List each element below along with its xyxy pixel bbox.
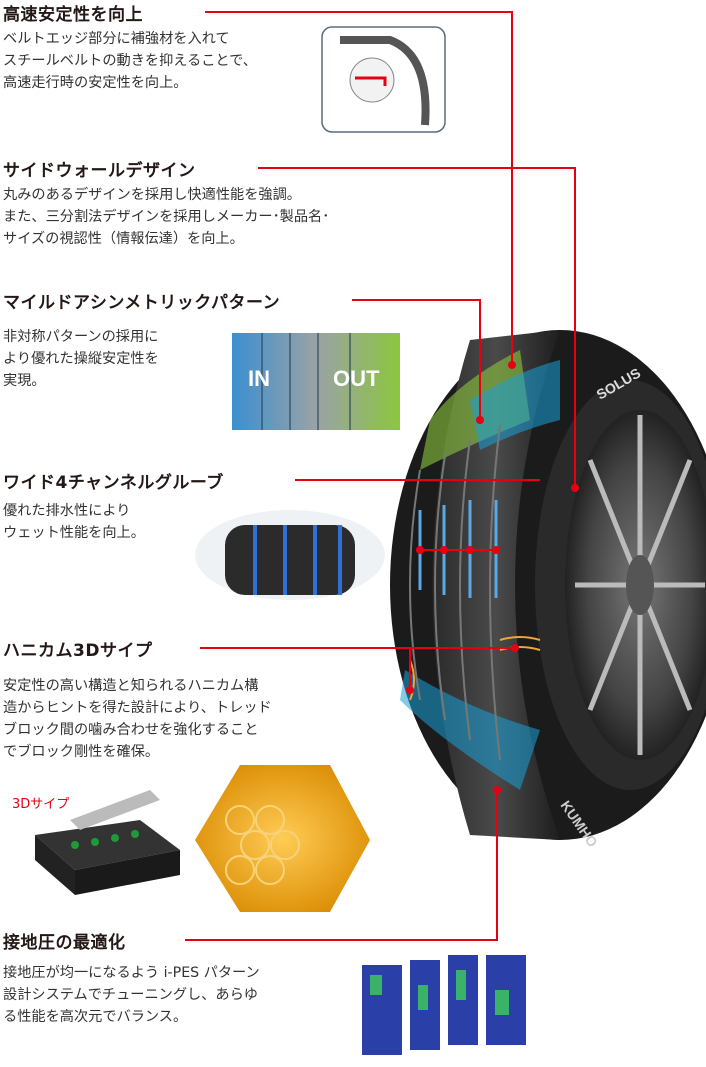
feature-desc-honeycomb: 安定性の高い構造と知られるハニカム構 造からヒントを得た設計により、トレッド ブ… — [3, 678, 272, 760]
wet-tire-image — [195, 510, 385, 600]
feature-desc-sidewall: 丸みのあるデザインを採用し快適性能を強調。 また、三分割法デザインを採用しメーカ… — [3, 187, 330, 247]
feature-desc-high-speed: ベルトエッジ部分に補強材を入れて スチールベルトの動きを抑えることで、 高速走行… — [3, 31, 257, 91]
honeycomb-image — [195, 765, 370, 912]
ipes-pressure-image — [362, 955, 526, 1055]
feature-desc-contact-pressure: 接地圧が均一になるよう i-PES パターン 設計システムでチューニングし、あら… — [3, 965, 260, 1025]
out-label: OUT — [333, 366, 380, 391]
in-label: IN — [248, 366, 270, 391]
feature-title-contact-pressure: 接地圧の最適化 — [3, 933, 126, 953]
sipe-label: 3Dサイプ — [12, 797, 70, 812]
3d-sipe-image — [35, 790, 180, 895]
feature-title-honeycomb: ハニカム3Dサイプ — [3, 641, 153, 661]
feature-title-sidewall: サイドウォールデザイン — [3, 161, 196, 181]
feature-title-high-speed: 高速安定性を向上 — [3, 5, 143, 25]
feature-desc-asymmetric: 非対称パターンの採用に より優れた操縦安定性を 実現。 — [3, 329, 159, 389]
feature-title-4-channel: ワイド4チャンネルグルーブ — [3, 473, 224, 493]
asymmetric-pattern-image — [232, 333, 400, 430]
tire-image: SOLUS KUMHO — [390, 330, 706, 850]
feature-title-asymmetric: マイルドアシンメトリックパターン — [3, 293, 281, 313]
leader-lines — [185, 11, 576, 941]
feature-desc-4-channel: 優れた排水性により ウェット性能を向上。 — [3, 503, 145, 541]
